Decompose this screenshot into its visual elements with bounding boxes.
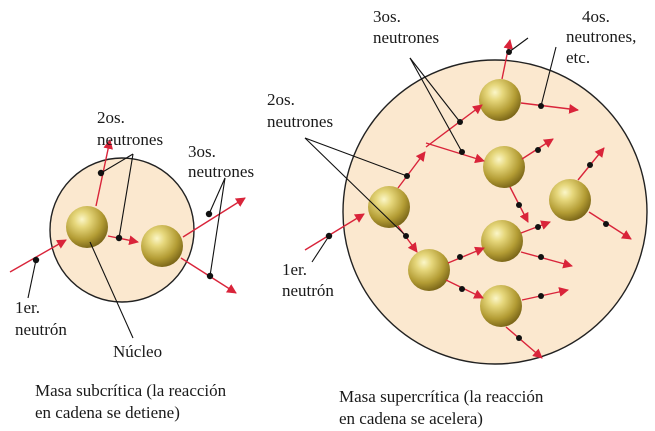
supercritical-mass-diagram: 3os. neutrones 4os. neutrones, etc. 2os.… bbox=[267, 7, 647, 428]
label-1st-neutron-l2: neutrón bbox=[282, 281, 334, 300]
label-1st-neutron-l1: 1er. bbox=[282, 260, 307, 279]
nucleus-ball bbox=[480, 285, 522, 327]
label-2nd-neutrons-l1: 2os. bbox=[267, 90, 295, 109]
label-2nd-neutrons-l2: neutrones bbox=[97, 130, 163, 149]
fourth-neutron-dot bbox=[603, 221, 609, 227]
nucleus-ball bbox=[481, 220, 523, 262]
fourth-neutron-dot bbox=[516, 202, 522, 208]
label-3rd-neutrons-l2: neutrones bbox=[373, 28, 439, 47]
label-2nd-neutrons-l2: neutrones bbox=[267, 112, 333, 131]
caption-supercritical-l2: en cadena se acelera) bbox=[339, 409, 483, 428]
label-3rd-neutrons-l1: 3os. bbox=[373, 7, 401, 26]
leader-line bbox=[28, 260, 36, 298]
fourth-neutron-dot bbox=[516, 335, 522, 341]
fourth-neutron-dot bbox=[535, 147, 541, 153]
fourth-neutron-dot bbox=[538, 254, 544, 260]
caption-subcritical-l1: Masa subcrítica (la reacción bbox=[35, 381, 227, 400]
nucleus-ball bbox=[549, 179, 591, 221]
third-neutron-dot bbox=[459, 286, 465, 292]
label-1st-neutron-l1: 1er. bbox=[15, 298, 40, 317]
third-neutron-dot bbox=[457, 254, 463, 260]
fourth-neutron-dot bbox=[535, 224, 541, 230]
label-4th-neutrons-l2: neutrones, bbox=[566, 27, 636, 46]
leader-line bbox=[509, 38, 528, 52]
label-3rd-neutrons-l1: 3os. bbox=[188, 142, 216, 161]
nucleus-ball bbox=[483, 146, 525, 188]
nucleus-ball bbox=[141, 225, 183, 267]
label-3rd-neutrons-l2: neutrones bbox=[188, 162, 254, 181]
subcritical-mass-diagram: 2os. neutrones 3os. neutrones 1er. neutr… bbox=[10, 108, 254, 422]
leader-line bbox=[210, 178, 225, 276]
caption-supercritical-l1: Masa supercrítica (la reacción bbox=[339, 387, 544, 406]
caption-subcritical-l2: en cadena se detiene) bbox=[35, 403, 180, 422]
fourth-neutron-dot bbox=[587, 162, 593, 168]
label-nucleus: Núcleo bbox=[113, 342, 162, 361]
nucleus-ball bbox=[368, 186, 410, 228]
label-1st-neutron-l2: neutrón bbox=[15, 320, 67, 339]
nucleus-ball bbox=[66, 206, 108, 248]
label-4th-neutrons-l3: etc. bbox=[566, 48, 590, 67]
nucleus-ball bbox=[479, 79, 521, 121]
nucleus-ball bbox=[408, 249, 450, 291]
label-2nd-neutrons-l1: 2os. bbox=[97, 108, 125, 127]
label-4th-neutrons-l1: 4os. bbox=[582, 7, 610, 26]
fourth-neutron-dot bbox=[538, 293, 544, 299]
